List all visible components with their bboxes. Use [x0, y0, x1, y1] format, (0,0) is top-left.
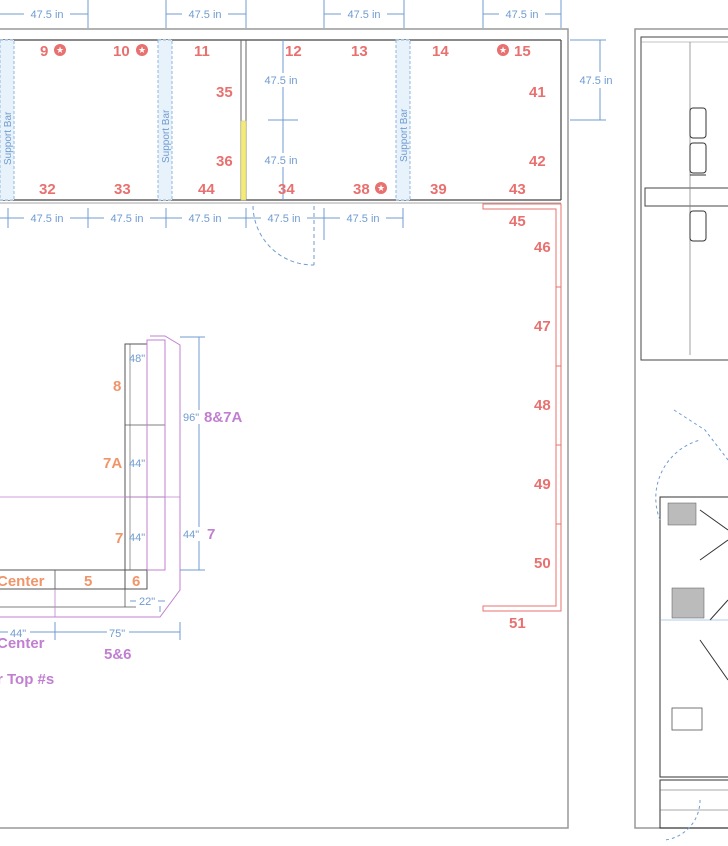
- l-display: [0, 335, 205, 640]
- position-47: 47: [534, 318, 551, 335]
- dim-bottom-2: 47.5 in: [110, 213, 143, 225]
- dim-44-d: 44": [10, 628, 26, 640]
- svg-text:★: ★: [138, 45, 146, 55]
- unit-7: 7: [115, 530, 123, 547]
- dim-75: 75": [109, 628, 125, 640]
- position-15: 15: [514, 43, 531, 60]
- position-33: 33: [114, 181, 131, 198]
- svg-text:★: ★: [499, 45, 507, 55]
- dim-depth: 47.5 in: [579, 75, 612, 87]
- top-center: Center: [0, 635, 45, 652]
- dim-96: 96": [183, 412, 199, 424]
- dim-inner-1: 47.5 in: [264, 75, 297, 87]
- top-7: 7: [207, 526, 215, 543]
- position-11: 11: [194, 43, 210, 60]
- support-bar-label-2: Support Bar: [161, 109, 172, 163]
- unit-center: Center: [0, 573, 45, 590]
- position-10: 10: [113, 43, 130, 60]
- door-swing: [252, 205, 315, 266]
- unit-5: 5: [84, 573, 92, 590]
- dim-bottom-3: 47.5 in: [188, 213, 221, 225]
- dim-top-4: 47.5 in: [505, 9, 538, 21]
- top-numbers-legend: r Top #s: [0, 671, 54, 688]
- position-32: 32: [39, 181, 56, 198]
- second-room: [634, 28, 728, 841]
- position-34: 34: [278, 181, 295, 198]
- position-50: 50: [534, 555, 551, 572]
- position-36: 36: [216, 153, 233, 170]
- position-13: 13: [351, 43, 368, 60]
- support-bar-3: [395, 39, 411, 201]
- support-bar-2: [157, 39, 173, 201]
- dim-44-b: 44": [129, 532, 145, 544]
- star-icon: [497, 44, 509, 56]
- position-49: 49: [534, 476, 551, 493]
- svg-text:★: ★: [56, 45, 64, 55]
- position-48: 48: [534, 397, 551, 414]
- right-wall-shelf: [482, 203, 562, 612]
- dim-22: 22": [139, 596, 155, 608]
- top-8-7a: 8&7A: [204, 409, 243, 426]
- dim-44-a: 44": [129, 458, 145, 470]
- dim-44-c: 44": [183, 529, 199, 541]
- position-14: 14: [432, 43, 449, 60]
- unit-7a: 7A: [103, 455, 122, 472]
- top-dimension-row: [0, 0, 562, 28]
- position-43: 43: [509, 181, 526, 198]
- main-room-wall: [0, 28, 569, 829]
- dim-bottom-5: 47.5 in: [346, 213, 379, 225]
- position-41: 41: [529, 84, 546, 101]
- position-46: 46: [534, 239, 551, 256]
- dim-48: 48": [129, 353, 145, 365]
- support-bar-label-1: Support Bar: [3, 111, 14, 165]
- top-5-6: 5&6: [104, 646, 132, 663]
- position-39: 39: [430, 181, 447, 198]
- yellow-marker: [240, 120, 247, 201]
- position-42: 42: [529, 153, 546, 170]
- position-45: 45: [509, 213, 526, 230]
- dim-bottom-4: 47.5 in: [267, 213, 300, 225]
- position-9: 9: [40, 43, 48, 60]
- position-12: 12: [285, 43, 302, 60]
- dim-bottom-1: 47.5 in: [30, 213, 63, 225]
- support-bar-1: [0, 39, 15, 201]
- dim-top-2: 47.5 in: [188, 9, 221, 21]
- dim-inner-2: 47.5 in: [264, 155, 297, 167]
- position-51: 51: [509, 615, 526, 632]
- unit-8: 8: [113, 378, 121, 395]
- star-icon: [375, 182, 387, 194]
- position-44: 44: [198, 181, 215, 198]
- star-icon: [54, 44, 66, 56]
- dim-top-1: 47.5 in: [30, 9, 63, 21]
- star-icon: [136, 44, 148, 56]
- unit-6: 6: [132, 573, 140, 590]
- position-38: 38: [353, 181, 370, 198]
- support-bar-label-3: Support Bar: [399, 108, 410, 162]
- position-35: 35: [216, 84, 233, 101]
- dim-top-3: 47.5 in: [347, 9, 380, 21]
- svg-text:★: ★: [377, 183, 385, 193]
